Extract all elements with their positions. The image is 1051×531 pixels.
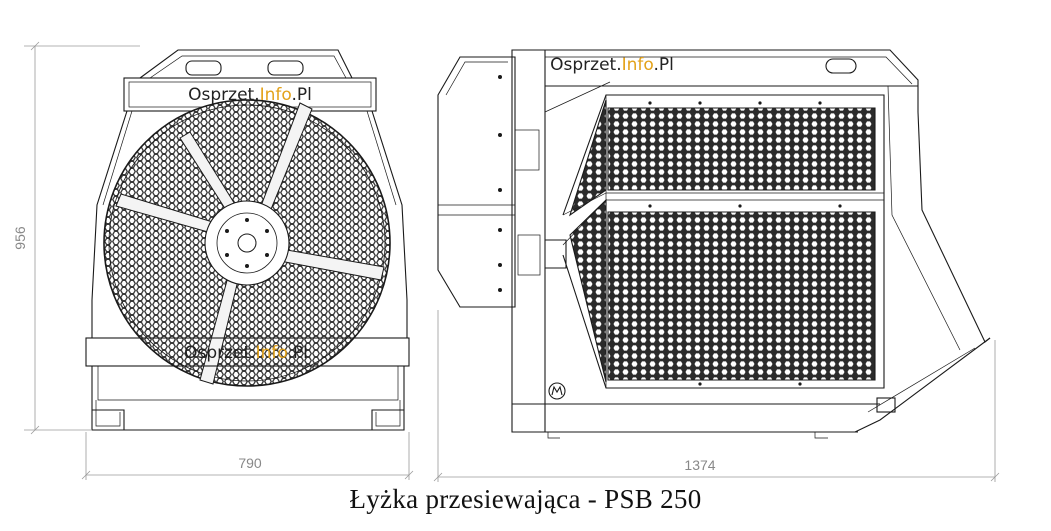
height-dimension-label: 956 bbox=[12, 226, 28, 250]
front-view: Osprzet.Info.Pl Osprzet.Info.Pl bbox=[85, 49, 410, 431]
drawing-caption: Łyżka przesiewająca - PSB 250 bbox=[349, 484, 702, 514]
front-width-label: 790 bbox=[238, 455, 262, 471]
side-view: Osprzet.Info.Pl bbox=[437, 49, 991, 439]
side-width-dimension: 1374 bbox=[433, 310, 1000, 482]
side-width-label: 1374 bbox=[684, 457, 715, 473]
front-top-brand-label: Osprzet.Info.Pl bbox=[188, 85, 312, 105]
front-width-dimension: 790 bbox=[81, 432, 414, 480]
brand-logo-icon bbox=[548, 382, 566, 400]
side-brand-label: Osprzet.Info.Pl bbox=[550, 55, 674, 75]
front-bottom-brand-label: Osprzet.Info.Pl bbox=[184, 343, 308, 363]
height-dimension: 956 bbox=[12, 41, 140, 435]
